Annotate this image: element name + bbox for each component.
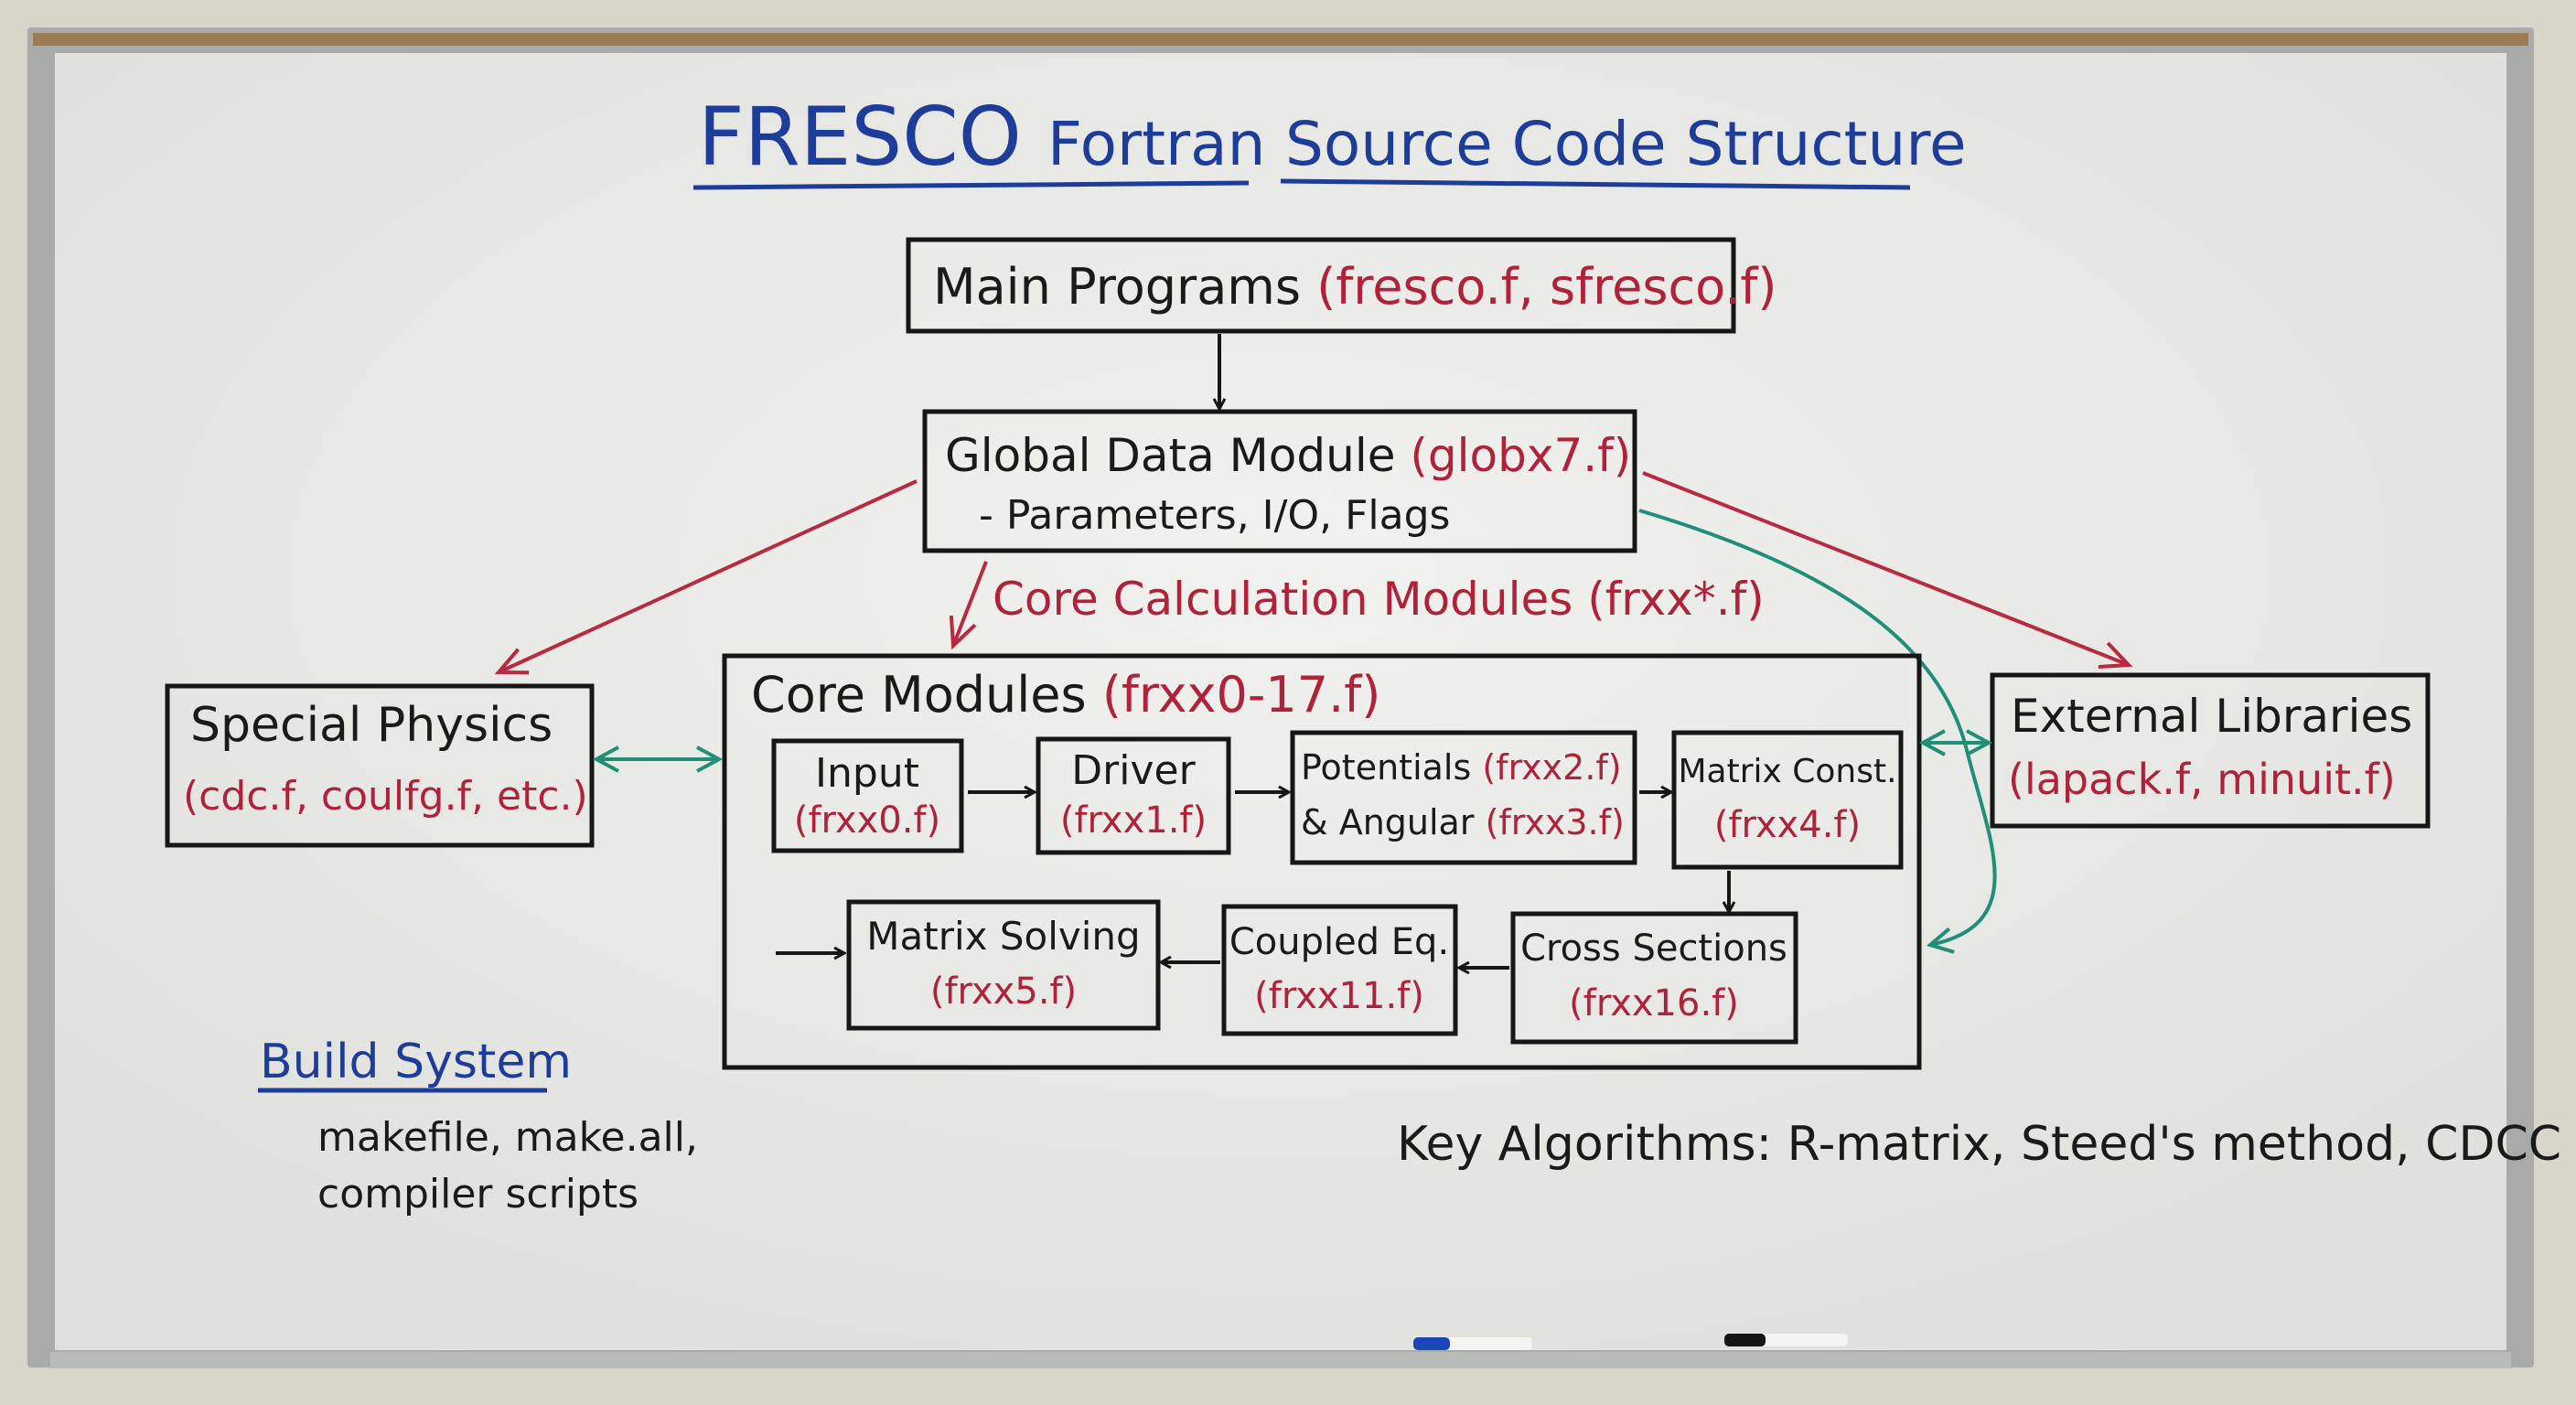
cross-sections-file: (frxx16.f) xyxy=(1569,982,1739,1024)
marker-tray xyxy=(50,1352,2511,1368)
build-system-note: Build System makefile, make.all, compile… xyxy=(258,1035,698,1217)
svg-text:Main Programs (fresco.f, sfres: Main Programs (fresco.f, sfresco.f) xyxy=(933,258,1777,316)
build-system-line2: compiler scripts xyxy=(317,1171,639,1217)
arrow-global-to-external xyxy=(1642,471,2133,669)
potentials-label: Potentials xyxy=(1301,747,1471,788)
special-physics-label: Special Physics xyxy=(190,698,553,753)
svg-text:Core Modules (frxx0-17.f): Core Modules (frxx0-17.f) xyxy=(751,666,1380,724)
external-libraries-label: External Libraries xyxy=(2011,690,2412,743)
build-system-label: Build System xyxy=(260,1035,572,1089)
input-file: (frxx0.f) xyxy=(794,799,940,842)
black-marker-cap xyxy=(1724,1334,1766,1346)
main-programs-box: Main Programs (fresco.f, sfresco.f) xyxy=(906,237,1777,334)
title-underline-left xyxy=(692,180,1250,190)
external-libraries-box: External Libraries (lapack.f, minuit.f) xyxy=(1990,672,2431,829)
coupled-equations-box: Coupled Eq. (frxx11.f) xyxy=(1221,904,1458,1036)
svg-text:Potentials (frxx2.f): Potentials (frxx2.f) xyxy=(1301,747,1622,788)
arrow-global-to-core xyxy=(949,561,988,650)
arrow-global-to-special-physics xyxy=(494,479,918,675)
special-physics-files: (cdc.f, coulfg.f, etc.) xyxy=(183,773,588,820)
input-label: Input xyxy=(815,750,919,797)
global-module-subtitle: - Parameters, I/O, Flags xyxy=(979,492,1450,539)
driver-label: Driver xyxy=(1071,747,1196,794)
blue-marker-cap xyxy=(1413,1337,1450,1350)
angular-label: & Angular xyxy=(1301,802,1475,842)
board-surface xyxy=(55,53,2506,1350)
title-structure: Source Code Structure xyxy=(1285,109,1967,179)
global-module-files: (globx7.f) xyxy=(1410,429,1631,482)
matrix-const-file: (frxx4.f) xyxy=(1714,804,1861,846)
global-data-module-box: Global Data Module (globx7.f) - Paramete… xyxy=(922,409,1637,553)
build-system-line1: makefile, make.all, xyxy=(317,1114,698,1161)
special-physics-box: Special Physics (cdc.f, coulfg.f, etc.) xyxy=(165,683,595,848)
title-underline-right xyxy=(1280,178,1911,190)
key-algorithms-note: Key Algorithms: R-matrix, Steed's method… xyxy=(1397,1117,2561,1172)
core-modules-files: (frxx0-17.f) xyxy=(1102,666,1381,724)
angular-file: (frxx3.f) xyxy=(1486,802,1625,842)
core-modules-container: Core Modules (frxx0-17.f) xyxy=(722,653,1922,1070)
coupled-eq-label: Coupled Eq. xyxy=(1229,921,1449,963)
global-module-label: Global Data Module xyxy=(945,429,1395,482)
title-fortran: Fortran xyxy=(1047,109,1265,179)
cork-strip xyxy=(33,33,2528,46)
matrix-const-label: Matrix Const. xyxy=(1678,753,1896,790)
input-box: Input (frxx0.f) xyxy=(771,738,964,853)
driver-box: Driver (frxx1.f) xyxy=(1036,736,1231,855)
core-calculation-label: Core Calculation Modules (frxx*.f) xyxy=(993,573,1765,626)
page-title: FRESCO Fortran Source Code Structure xyxy=(692,90,1967,190)
external-libraries-files: (lapack.f, minuit.f) xyxy=(2008,755,2396,804)
main-programs-files: (fresco.f, sfresco.f) xyxy=(1316,258,1776,316)
matrix-solving-label: Matrix Solving xyxy=(866,914,1140,959)
driver-file: (frxx1.f) xyxy=(1060,799,1207,842)
main-programs-label: Main Programs xyxy=(933,258,1301,316)
potentials-angular-box: Potentials (frxx2.f) & Angular (frxx3.f) xyxy=(1290,730,1637,865)
svg-text:& Angular (frxx3.f): & Angular (frxx3.f) xyxy=(1301,802,1625,842)
potentials-file: (frxx2.f) xyxy=(1482,747,1621,788)
cross-sections-label: Cross Sections xyxy=(1520,928,1787,970)
arrow-global-to-cross-sections xyxy=(1638,509,1997,954)
coupled-eq-file: (frxx11.f) xyxy=(1254,975,1424,1017)
matrix-solving-box: Matrix Solving (frxx5.f) xyxy=(846,899,1161,1031)
matrix-solving-file: (frxx5.f) xyxy=(930,971,1077,1013)
title-fresco: FRESCO xyxy=(698,90,1022,184)
core-modules-label: Core Modules xyxy=(751,666,1087,724)
matrix-construction-box: Matrix Const. (frxx4.f) xyxy=(1671,730,1904,870)
cross-sections-box: Cross Sections (frxx16.f) xyxy=(1510,911,1798,1045)
svg-text:Global Data Module (globx7.f): Global Data Module (globx7.f) xyxy=(945,429,1631,482)
